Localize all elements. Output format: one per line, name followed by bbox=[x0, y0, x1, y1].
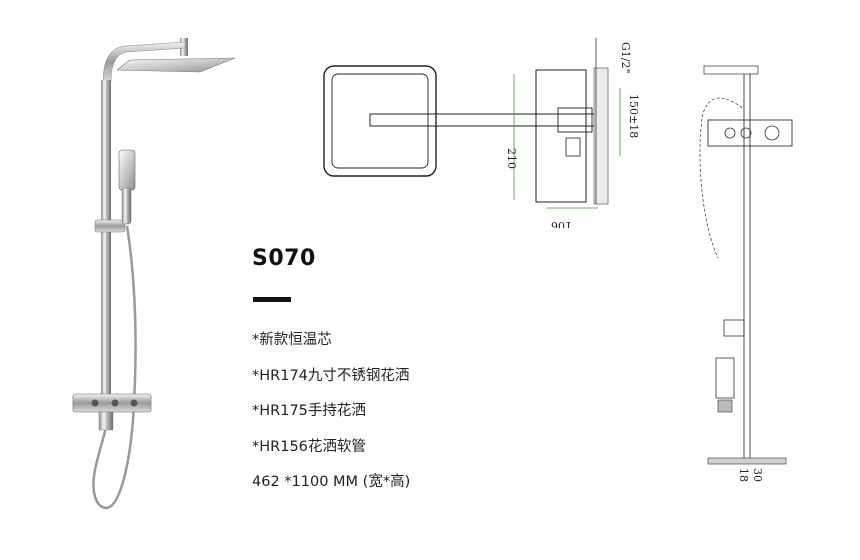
mixer-dial bbox=[764, 125, 780, 141]
bottom-label-a: 18 bbox=[737, 468, 750, 482]
dimensions-item: 462 *1100 MM (宽*高) bbox=[252, 474, 411, 490]
slide-bracket-outline bbox=[723, 319, 745, 337]
base-plate bbox=[707, 457, 787, 465]
mixer-knob-right bbox=[130, 399, 138, 407]
hand-shower-face bbox=[717, 399, 733, 413]
hose-path-outline bbox=[699, 97, 743, 259]
spacing-label: 150±18 bbox=[627, 94, 640, 138]
mixer-knob-center bbox=[111, 399, 119, 407]
spout bbox=[98, 411, 114, 431]
model-code: S070 bbox=[252, 246, 316, 271]
riser-pipe bbox=[101, 80, 111, 418]
bottom-label-b: 30 bbox=[751, 468, 764, 482]
feature-item: *HR175手持花洒 bbox=[252, 403, 366, 419]
wall-section bbox=[593, 67, 609, 205]
product-photo bbox=[72, 38, 236, 510]
mounting-block bbox=[535, 69, 587, 203]
hand-shower-outline bbox=[715, 357, 735, 399]
feature-list: *新款恒温芯 *HR174九寸不锈钢花洒 *HR175手持花洒 *HR156花洒… bbox=[252, 330, 410, 508]
depth-label: 210 bbox=[505, 148, 518, 169]
top-arm-outline bbox=[703, 65, 759, 75]
mixer-knob-left bbox=[91, 399, 99, 407]
slide-bracket bbox=[94, 219, 126, 233]
width-label: 106 bbox=[551, 219, 572, 228]
feature-item: *HR156花洒软管 bbox=[252, 438, 366, 455]
top-view-drawing: G1/2" 150±18 210 106 bbox=[323, 38, 640, 228]
shower-hose bbox=[92, 225, 137, 510]
hand-shower-head bbox=[118, 149, 136, 191]
mixer-knob-a bbox=[724, 127, 736, 139]
head-outline-outer bbox=[323, 65, 437, 177]
hand-shower-handle bbox=[121, 187, 132, 225]
feature-item: *新款恒温芯 bbox=[252, 332, 332, 348]
overhead-shower-head bbox=[116, 57, 236, 73]
mixer-outline bbox=[707, 119, 793, 147]
feature-item: *HR174九寸不锈钢花洒 bbox=[252, 367, 410, 384]
shower-arm bbox=[102, 41, 186, 83]
mixer-knob-b bbox=[740, 127, 752, 139]
thread-label: G1/2" bbox=[619, 42, 632, 74]
valve-body bbox=[557, 107, 593, 133]
side-view-drawing: 18 30 bbox=[699, 65, 793, 482]
head-outline-inner bbox=[331, 73, 429, 169]
valve-outlet bbox=[565, 137, 581, 157]
arm-outline bbox=[369, 113, 597, 127]
title-rule bbox=[253, 297, 291, 302]
